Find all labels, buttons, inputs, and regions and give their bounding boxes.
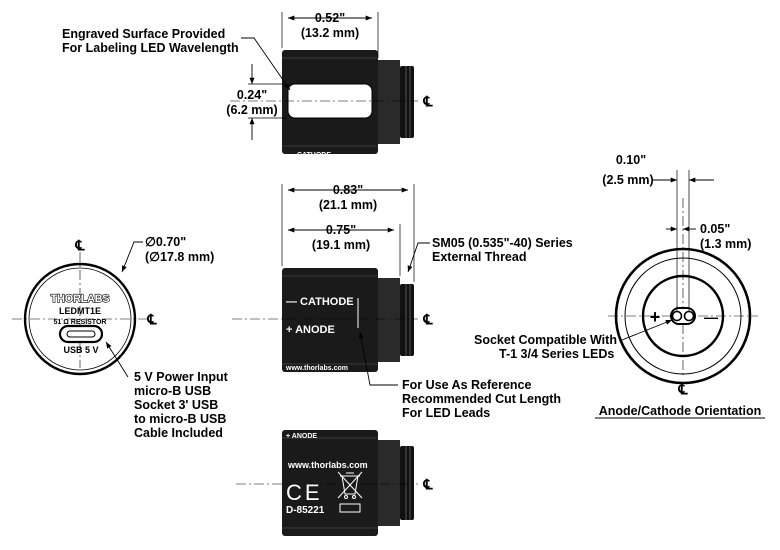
socket-offset-in: 0.05" bbox=[700, 222, 730, 236]
front-diameter-mm: (∅17.8 mm) bbox=[145, 250, 214, 264]
front-brand: THORLABS bbox=[51, 293, 110, 305]
bottom-website: www.thorlabs.com bbox=[287, 460, 368, 470]
power-line1: 5 V Power Input bbox=[134, 370, 229, 384]
socket-line1: Socket Compatible With bbox=[474, 333, 617, 347]
socket-plus: + bbox=[650, 307, 661, 327]
socket-pitch-in: 0.10" bbox=[616, 153, 646, 167]
side-view-collar bbox=[378, 278, 400, 362]
top-view-collar bbox=[378, 60, 400, 144]
thread-line2: External Thread bbox=[432, 250, 526, 264]
power-line5: Cable Included bbox=[134, 426, 223, 440]
top-height-mm: (6.2 mm) bbox=[226, 103, 277, 117]
side-view-body bbox=[282, 268, 378, 372]
top-view: ℄ — CATHODE 0.52" (13.2 mm) 0.24" (6.2 m… bbox=[62, 11, 434, 159]
side-length-total-mm: (21.1 mm) bbox=[319, 198, 377, 212]
top-view-centerline: ℄ bbox=[423, 93, 434, 109]
side-length-body-in: 0.75" bbox=[326, 223, 356, 237]
socket-minus: — bbox=[704, 309, 718, 325]
power-line2: micro-B USB bbox=[134, 384, 211, 398]
front-centerline-h: ℄ bbox=[147, 311, 158, 327]
orientation-title: Anode/Cathode Orientation bbox=[599, 404, 762, 418]
usb-label: USB 5 V bbox=[63, 345, 98, 355]
power-line3: Socket 3' USB bbox=[134, 398, 218, 412]
side-centerline: ℄ bbox=[423, 311, 434, 327]
bottom-anode: + ANODE bbox=[286, 433, 317, 440]
side-length-total-in: 0.83" bbox=[333, 183, 363, 197]
side-view: ℄ — CATHODE + ANODE www.thorlabs.com 0.8… bbox=[232, 183, 573, 420]
bottom-centerline: ℄ bbox=[423, 476, 434, 492]
reference-line2: Recommended Cut Length bbox=[402, 392, 561, 406]
top-width-mm: (13.2 mm) bbox=[301, 26, 359, 40]
anode-pin bbox=[671, 310, 683, 322]
weee-bin-icon bbox=[337, 471, 363, 499]
socket-pitch-mm: (2.5 mm) bbox=[602, 173, 653, 187]
top-width-in: 0.52" bbox=[315, 11, 345, 25]
front-diameter-in: ∅0.70" bbox=[145, 235, 186, 249]
top-height-in: 0.24" bbox=[237, 88, 267, 102]
engraved-label-line1: Engraved Surface Provided bbox=[62, 27, 225, 41]
side-length-body-mm: (19.1 mm) bbox=[312, 238, 370, 252]
usb-socket bbox=[58, 324, 104, 344]
cathode-pin bbox=[683, 310, 695, 322]
front-view: ℄ ℄ THORLABS LEDMT1E 51 Ω RESISTOR USB 5… bbox=[12, 235, 229, 440]
thread-line1: SM05 (0.535"-40) Series bbox=[432, 236, 573, 250]
bottom-view-body bbox=[282, 430, 378, 536]
front-model: LEDMT1E bbox=[59, 306, 101, 316]
front-resistor: 51 Ω RESISTOR bbox=[54, 319, 107, 326]
side-cathode: — CATHODE bbox=[286, 296, 354, 308]
socket-view: + — 0.10" (2.5 mm) 0.05" (1.3 mm) Socket… bbox=[474, 153, 765, 419]
socket-offset-mm: (1.3 mm) bbox=[700, 237, 751, 251]
side-website: www.thorlabs.com bbox=[285, 365, 348, 372]
power-line4: to micro-B USB bbox=[134, 412, 226, 426]
front-centerline-v: ℄ bbox=[75, 237, 86, 253]
reference-line3: For LED Leads bbox=[402, 406, 490, 420]
bottom-view: ℄ + ANODE www.thorlabs.com CE D-85221 bbox=[236, 430, 434, 536]
socket-line2: T-1 3/4 Series LEDs bbox=[499, 347, 614, 361]
socket-centerline: ℄ bbox=[678, 381, 689, 397]
top-view-cathode-text: — CATHODE bbox=[288, 152, 331, 159]
sm05-thread bbox=[400, 284, 414, 356]
reference-line1: For Use As Reference bbox=[402, 378, 531, 392]
ce-mark: CE bbox=[286, 480, 323, 505]
side-anode: + ANODE bbox=[286, 324, 335, 336]
bottom-part-number: D-85221 bbox=[286, 505, 325, 516]
engraved-label-line2: For Labeling LED Wavelength bbox=[62, 41, 239, 55]
